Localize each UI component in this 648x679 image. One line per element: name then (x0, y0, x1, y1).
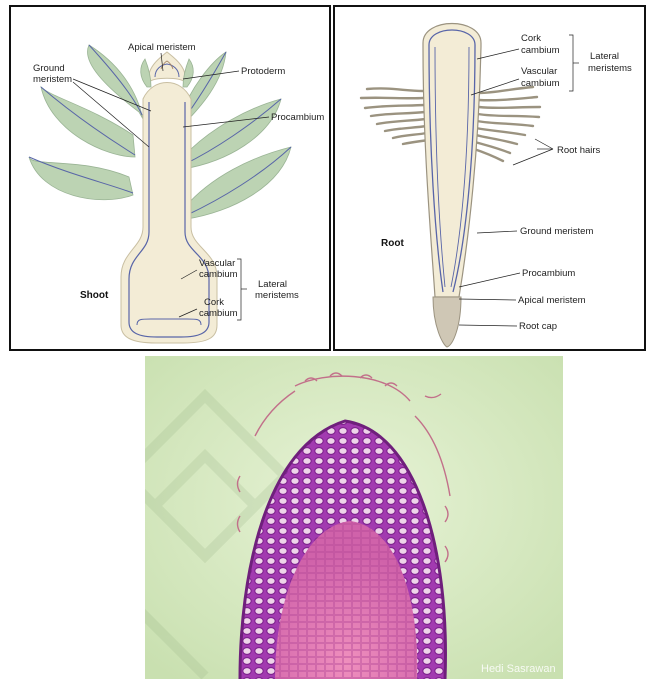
root-label-root-cap: Root cap (519, 321, 557, 332)
micrograph-image: Hedi Sasrawan (145, 356, 563, 679)
micrograph-watermark: Hedi Sasrawan (481, 663, 556, 675)
root-tip-micrograph: Hedi Sasrawan (145, 356, 563, 679)
shoot-label-procambium: Procambium (271, 112, 324, 123)
shoot-diagram: Apical meristem Ground meristem Protoder… (11, 7, 329, 349)
root-label-procambium: Procambium (522, 268, 575, 279)
root-diagram: Cork cambium Vascular cambium Lateral me… (335, 7, 644, 349)
shoot-diagram-panel: Apical meristem Ground meristem Protoder… (9, 5, 331, 351)
shoot-title: Shoot (80, 290, 109, 301)
root-label-lateral-meristems-2: meristems (588, 63, 632, 74)
shoot-label-apical-meristem: Apical meristem (128, 42, 196, 53)
shoot-label-cork-cambium-2: cambium (199, 308, 238, 319)
shoot-label-protoderm: Protoderm (241, 66, 285, 77)
root-labels: Cork cambium Vascular cambium Lateral me… (381, 33, 632, 332)
root-label-cork-cambium-1: Cork (521, 33, 541, 44)
root-diagram-panel: Cork cambium Vascular cambium Lateral me… (333, 5, 646, 351)
root-label-lateral-meristems-1: Lateral (590, 51, 619, 62)
shoot-label-cork-cambium-1: Cork (204, 297, 224, 308)
shoot-label-vascular-cambium-2: cambium (199, 269, 238, 280)
root-label-vascular-cambium-2: cambium (521, 78, 560, 89)
shoot-label-lateral-meristems-2: meristems (255, 290, 299, 301)
root-body (423, 24, 481, 348)
root-label-vascular-cambium-1: Vascular (521, 66, 557, 77)
shoot-label-ground-meristem-2: meristem (33, 74, 72, 85)
root-title: Root (381, 238, 404, 249)
root-label-apical-meristem: Apical meristem (518, 295, 586, 306)
root-label-root-hairs: Root hairs (557, 145, 601, 156)
shoot-label-ground-meristem-1: Ground (33, 63, 65, 74)
root-label-ground-meristem: Ground meristem (520, 226, 593, 237)
root-label-cork-cambium-2: cambium (521, 45, 560, 56)
shoot-label-lateral-meristems-1: Lateral (258, 279, 287, 290)
shoot-label-vascular-cambium-1: Vascular (199, 258, 235, 269)
